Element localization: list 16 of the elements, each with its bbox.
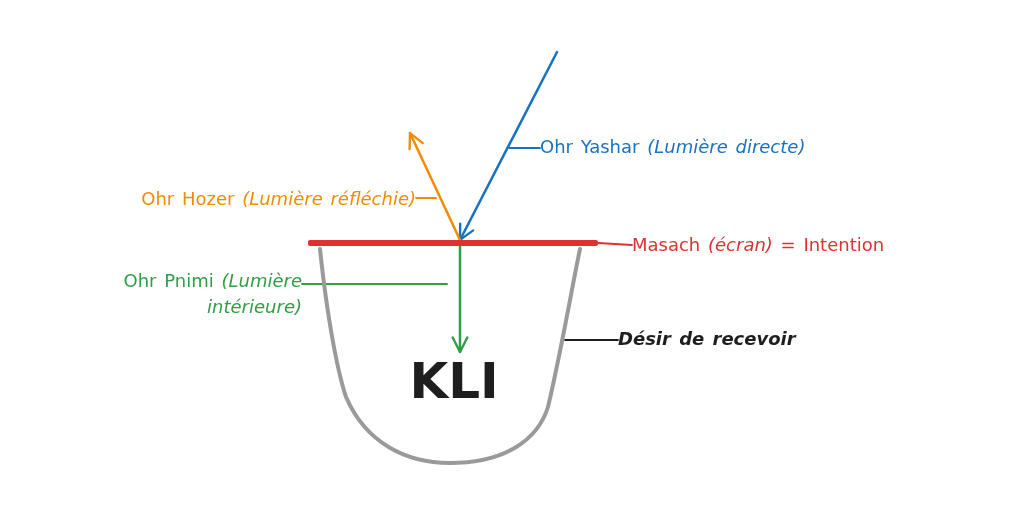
screen-label: Masach (écran) = Intention — [632, 232, 977, 258]
vessel-shape — [316, 247, 584, 466]
reflected-light-arrow — [408, 131, 462, 242]
inner-light-label: Ohr Pnimi (Lumière intérieure) — [40, 268, 302, 324]
inner-light-arrow — [451, 244, 469, 354]
leader-line — [301, 283, 448, 285]
direct-light-label: Ohr Yashar (Lumière directe) — [540, 134, 900, 160]
vessel-label: KLI — [398, 352, 510, 410]
reflected-light-label: Ohr Hozer (Lumière réfléchie) — [74, 186, 416, 212]
leader-line — [597, 242, 633, 246]
desire-label: Désir de recevoir — [618, 326, 848, 356]
leader-line — [508, 147, 541, 149]
leader-line — [415, 197, 437, 199]
direct-light-arrow — [458, 50, 559, 242]
leader-line — [564, 339, 619, 341]
screen-line — [308, 240, 598, 246]
